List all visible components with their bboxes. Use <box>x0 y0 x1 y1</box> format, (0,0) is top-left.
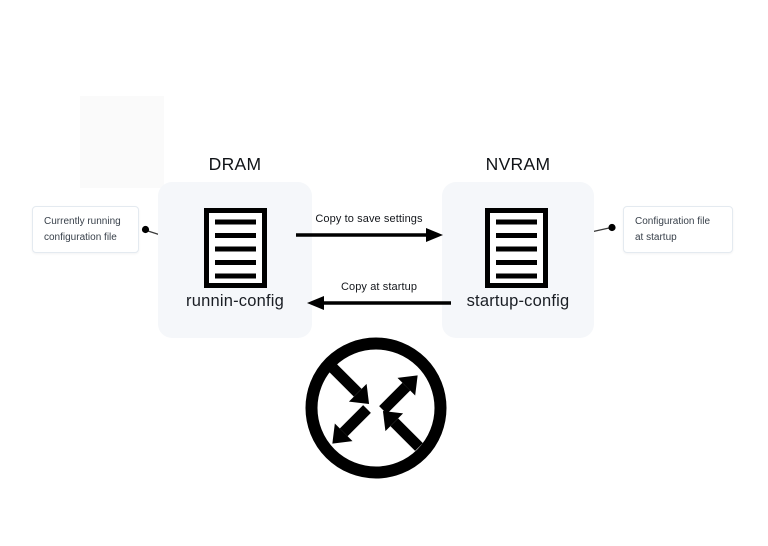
copy-save-settings-label: Copy to save settings <box>315 213 423 225</box>
startup-config-note: Configuration file at startup <box>623 206 733 253</box>
running-config-note: Currently running configuration file <box>32 206 139 253</box>
dram-card: runnin-config <box>158 182 312 338</box>
right-leader-dot <box>608 223 616 232</box>
left-leader-dot <box>141 225 150 234</box>
running-config-label: runnin-config <box>186 292 284 310</box>
background-accent-square <box>80 96 164 188</box>
note-line: Configuration file <box>635 216 711 227</box>
document-icon <box>204 208 267 288</box>
startup-config-label: startup-config <box>466 292 570 310</box>
left-arrow-icon <box>307 296 451 310</box>
nvram-card: startup-config <box>442 182 594 338</box>
document-icon <box>485 208 548 288</box>
router-icon <box>305 337 447 479</box>
note-line: configuration file <box>44 231 117 243</box>
note-line: Currently running <box>44 216 121 227</box>
dram-title: DRAM <box>208 154 262 174</box>
nvram-title: NVRAM <box>485 154 551 174</box>
copy-at-startup-label: Copy at startup <box>340 281 418 293</box>
note-line: at startup <box>635 231 677 243</box>
right-arrow-icon <box>296 228 443 242</box>
